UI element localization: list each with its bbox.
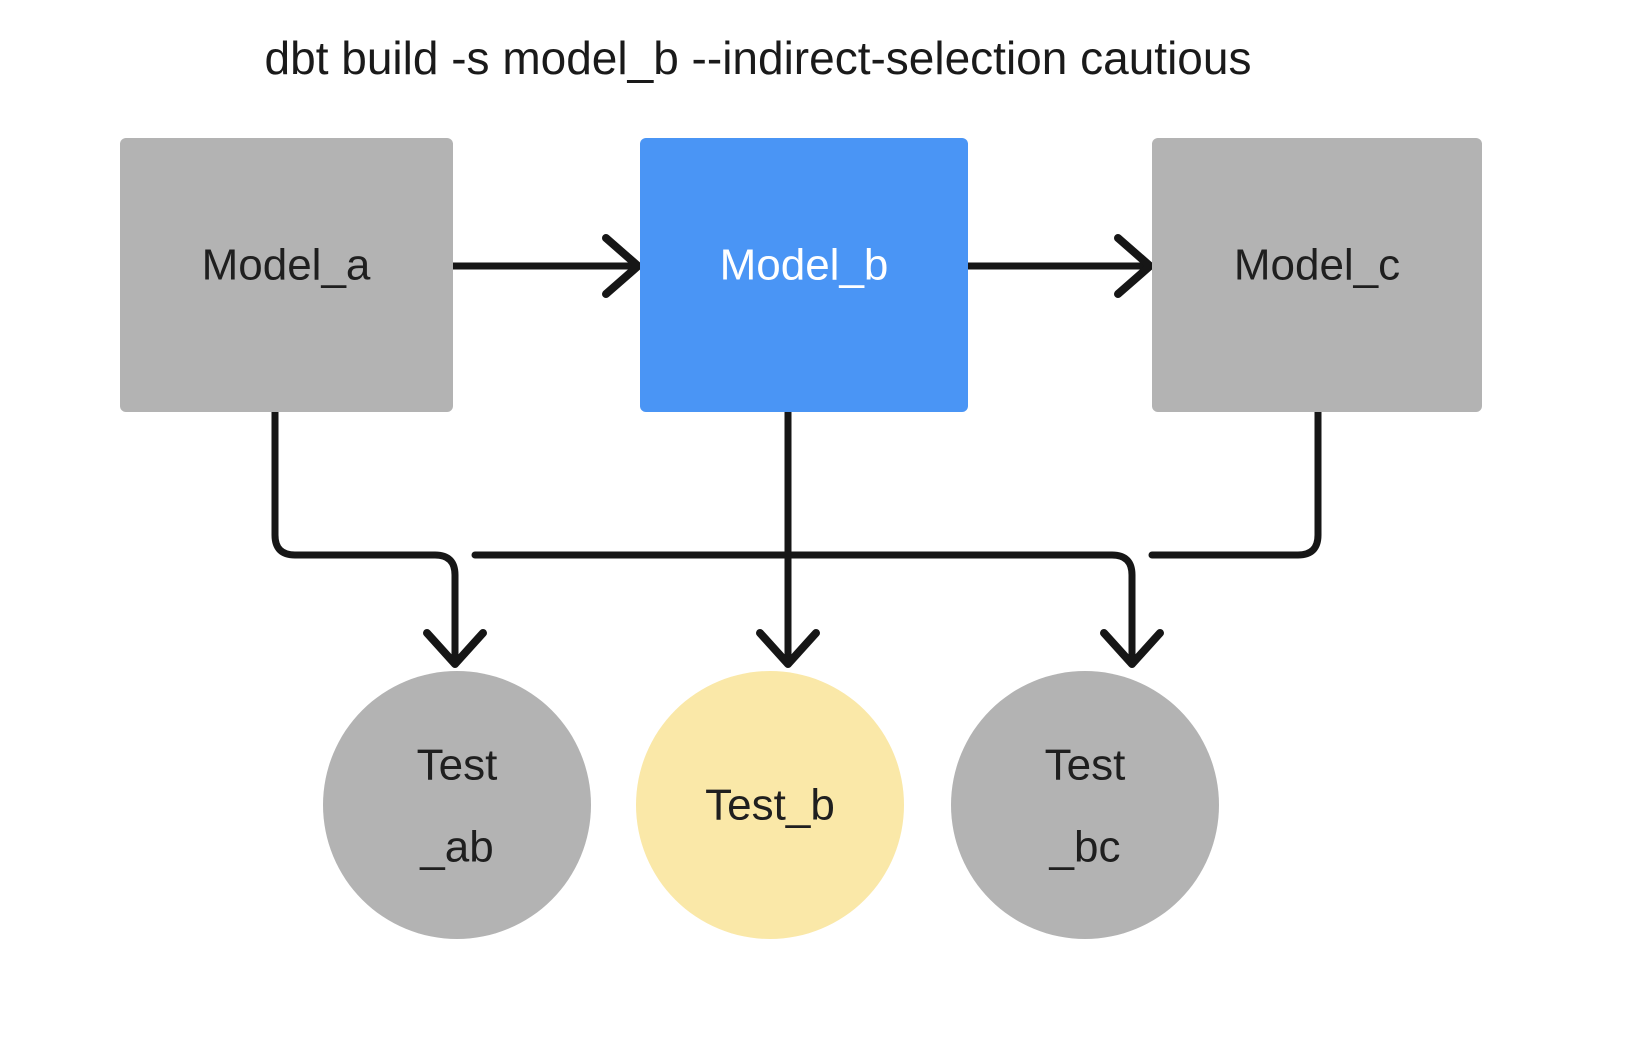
node-model-b-shape[interactable] xyxy=(640,138,968,412)
node-test-ab-label-line1: Test xyxy=(417,741,498,790)
arrowhead-right-model-b xyxy=(602,234,642,298)
page-title: dbt build -s model_b --indirect-selectio… xyxy=(265,32,1252,84)
node-model-c-shape[interactable] xyxy=(1152,138,1482,412)
node-test-ab[interactable]: Test _ab xyxy=(323,671,591,939)
node-model-b-label: Model_b xyxy=(720,241,889,290)
model-node-layer: Model_a Model_b Model_c xyxy=(120,138,1482,412)
node-model-a-label: Model_a xyxy=(202,241,371,290)
node-test-bc-shape[interactable] xyxy=(951,671,1219,939)
arrowhead-down-test-bc xyxy=(1100,629,1164,668)
edge-layer xyxy=(271,234,1322,668)
test-node-layer: Test _ab Test_b Test _bc xyxy=(323,671,1219,939)
node-model-b[interactable]: Model_b xyxy=(640,138,968,412)
arrowhead-down-test-b xyxy=(756,629,820,668)
node-test-ab-label-line2: _ab xyxy=(419,823,493,872)
edge-model-b-to-test-bc xyxy=(784,551,1136,664)
node-model-a-shape[interactable] xyxy=(120,138,453,412)
node-test-ab-shape[interactable] xyxy=(323,671,591,939)
edge-model-c-to-test-bc xyxy=(1148,408,1322,559)
node-model-c[interactable]: Model_c xyxy=(1152,138,1482,412)
node-test-b-label-line1: Test_b xyxy=(705,781,835,830)
arrowhead-right-model-c xyxy=(1114,234,1154,298)
node-test-bc-label-line2: _bc xyxy=(1049,823,1121,872)
node-model-a[interactable]: Model_a xyxy=(120,138,453,412)
node-test-bc-label-line1: Test xyxy=(1045,741,1126,790)
edge-model-a-to-test-ab xyxy=(271,408,459,664)
node-test-b[interactable]: Test_b xyxy=(636,671,904,939)
arrowhead-down-test-ab xyxy=(423,629,487,668)
node-test-bc[interactable]: Test _bc xyxy=(951,671,1219,939)
node-model-c-label: Model_c xyxy=(1234,241,1400,290)
node-test-b-shape[interactable] xyxy=(636,671,904,939)
